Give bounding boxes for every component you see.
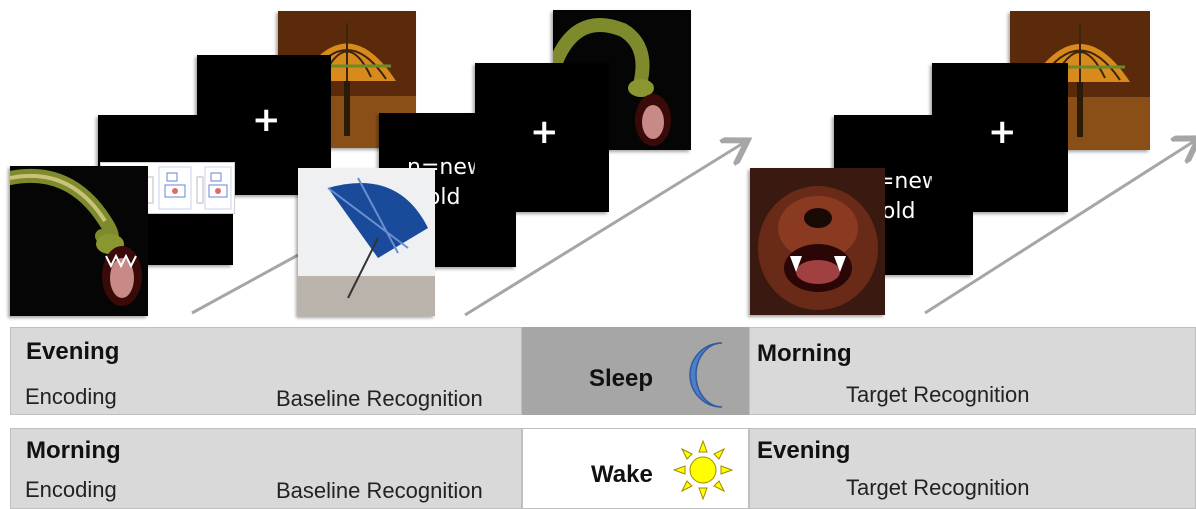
fixation-screen-baseline: + (475, 63, 609, 212)
arrow-baseline (464, 142, 745, 317)
sun-icon (673, 439, 733, 501)
row2-right-band: Evening Target Recognition (749, 428, 1196, 509)
row2-left-band: Morning Encoding Baseline Recognition (10, 428, 522, 509)
timeline-arrows (191, 0, 1196, 317)
row2-encoding-label: Encoding (25, 477, 117, 502)
row2-baseline-label: Baseline Recognition (276, 478, 483, 503)
moon-icon (689, 342, 723, 408)
arrow-encoding (191, 253, 299, 315)
row1-left-band: Evening Encoding Baseline Recognition (10, 327, 522, 415)
row1-encoding-label: Encoding (25, 384, 117, 409)
row1-start-label: Evening (26, 338, 120, 365)
row2-wake-band: Wake (522, 428, 749, 509)
row1-right-band: Morning Target Recognition (749, 327, 1196, 415)
row1-sleep-band: Sleep (522, 327, 749, 415)
snake-image-encoding (10, 166, 148, 316)
row1-interval-label: Sleep (589, 365, 654, 392)
fixation-screen-target: + (932, 63, 1068, 212)
dog-image-target (750, 168, 885, 315)
row2-end-label: Evening (757, 437, 851, 464)
row1-end-label: Morning (757, 340, 852, 367)
arrow-target (924, 140, 1196, 315)
fixation-cross: + (988, 112, 1017, 152)
row2-interval-label: Wake (591, 461, 653, 488)
row2-start-label: Morning (26, 437, 121, 464)
fixation-cross: + (530, 112, 559, 152)
umbrella-image-baseline (298, 168, 435, 316)
row2-target-label: Target Recognition (846, 475, 1030, 500)
row1-target-label: Target Recognition (846, 382, 1030, 407)
fixation-cross: + (252, 100, 281, 140)
row1-baseline-label: Baseline Recognition (276, 386, 483, 411)
